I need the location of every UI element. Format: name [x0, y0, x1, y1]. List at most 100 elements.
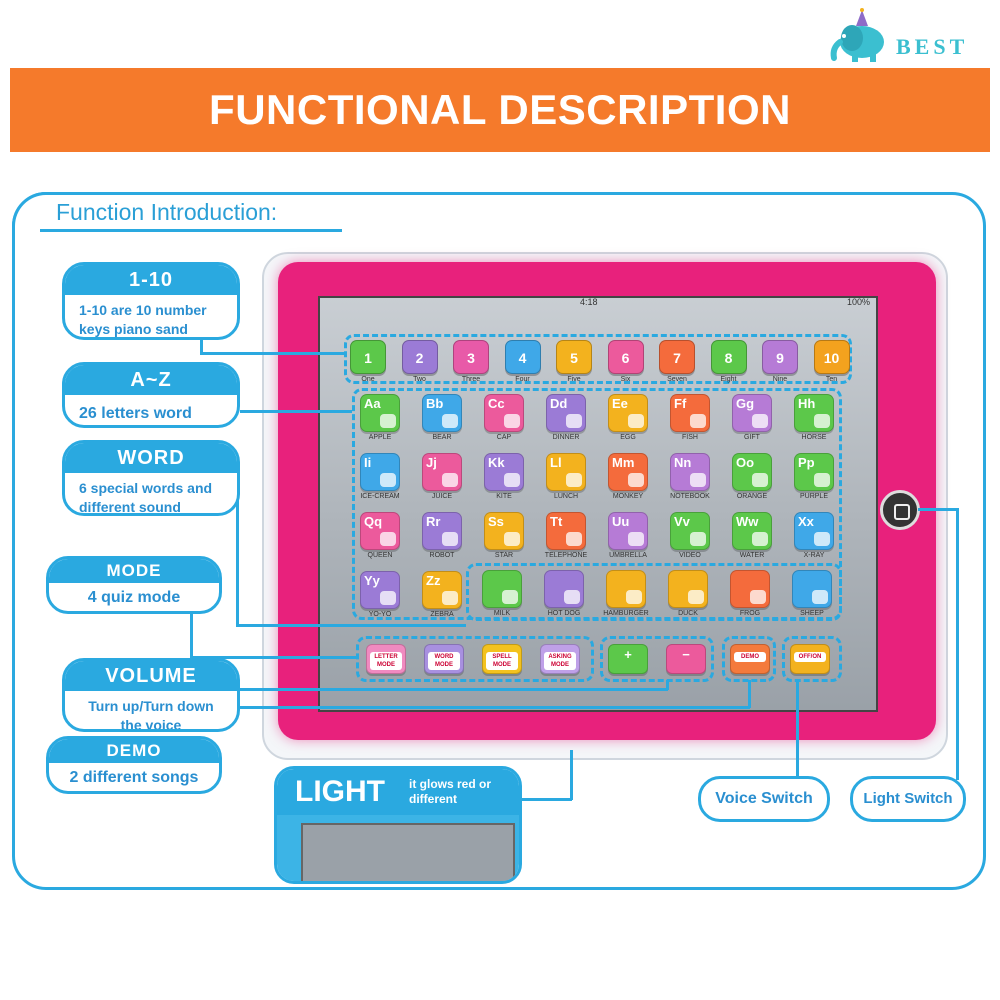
- letter-key-Jj[interactable]: Jj: [422, 453, 462, 491]
- letter-key-Ss[interactable]: Ss: [484, 512, 524, 550]
- picture-icon: [564, 590, 580, 604]
- number-key-word: Eight: [720, 376, 737, 383]
- letter-key-Tt[interactable]: Tt: [546, 512, 586, 550]
- letter-key-word: LUNCH: [553, 493, 579, 500]
- word-key[interactable]: [606, 570, 646, 608]
- word-key[interactable]: [668, 570, 708, 608]
- letter-key-letters: Dd: [550, 396, 568, 411]
- volume-up-key[interactable]: +: [608, 644, 648, 674]
- number-key-9[interactable]: 9: [762, 340, 798, 374]
- letter-key-letters: Pp: [798, 455, 815, 470]
- callout-light-header: LIGHT it glows red or different: [277, 769, 519, 815]
- number-key-word: Five: [567, 376, 581, 383]
- letter-key-letters: Bb: [426, 396, 444, 411]
- number-key-7[interactable]: 7: [659, 340, 695, 374]
- picture-icon: [380, 414, 396, 428]
- letter-key-letters: Jj: [426, 455, 437, 470]
- mode-key-4[interactable]: ASKING MODE: [540, 644, 580, 674]
- mode-key-1[interactable]: LETTER MODE: [366, 644, 406, 674]
- volume-keys-group: [600, 636, 714, 682]
- picture-icon: [752, 473, 768, 487]
- picture-icon: [380, 473, 396, 487]
- callout-volume-text: Turn up/Turn down the voice: [88, 698, 214, 732]
- word-key-word: HAMBURGER: [603, 610, 649, 617]
- letter-key-Kk[interactable]: Kk: [484, 453, 524, 491]
- letter-key-letters: Yy: [364, 573, 380, 588]
- word-key[interactable]: [482, 570, 522, 608]
- letter-key-Xx[interactable]: Xx: [794, 512, 834, 550]
- letter-key-Cc[interactable]: Cc: [484, 394, 524, 432]
- letter-key-Oo[interactable]: Oo: [732, 453, 772, 491]
- picture-icon: [566, 532, 582, 546]
- letter-key-Ll[interactable]: Ll: [546, 453, 586, 491]
- letter-key-Ee[interactable]: Ee: [608, 394, 648, 432]
- letter-key-Hh[interactable]: Hh: [794, 394, 834, 432]
- letter-key-letters: Tt: [550, 514, 563, 529]
- picture-icon: [442, 532, 458, 546]
- volume-down-key[interactable]: −: [666, 644, 706, 674]
- connector-word-h: [236, 624, 466, 627]
- letter-key-Mm[interactable]: Mm: [608, 453, 648, 491]
- letter-key-word: ROBOT: [429, 552, 455, 559]
- picture-icon: [814, 414, 830, 428]
- light-switch-button[interactable]: [880, 490, 920, 530]
- number-key-word: Six: [620, 376, 631, 383]
- number-key-1[interactable]: 1: [350, 340, 386, 374]
- section-tab-underline: [40, 229, 342, 232]
- letter-key-Ww[interactable]: Ww: [732, 512, 772, 550]
- letter-key-word: MONKEY: [612, 493, 644, 500]
- letter-key-Zz[interactable]: Zz: [422, 571, 462, 609]
- letter-key-Yy[interactable]: Yy: [360, 571, 400, 609]
- letter-key-Gg[interactable]: Gg: [732, 394, 772, 432]
- word-key[interactable]: [544, 570, 584, 608]
- letter-key-Nn[interactable]: Nn: [670, 453, 710, 491]
- letter-key-Qq[interactable]: Qq: [360, 512, 400, 550]
- callout-demo-title: DEMO: [49, 739, 219, 763]
- title-banner: FUNCTIONAL DESCRIPTION: [10, 68, 990, 152]
- number-key-8[interactable]: 8: [710, 340, 747, 374]
- word-key-word: HOT DOG: [547, 610, 581, 617]
- demo-key[interactable]: DEMO: [730, 644, 770, 674]
- letter-key-word: UMBRELLA: [609, 552, 647, 559]
- power-key[interactable]: OFF/ON: [790, 644, 830, 674]
- callout-numbers-title: 1-10: [65, 265, 237, 295]
- letter-key-Dd[interactable]: Dd: [546, 394, 586, 432]
- letter-key-letters: Aa: [364, 396, 381, 411]
- connector-demo: [222, 706, 750, 709]
- letter-key-Aa[interactable]: Aa: [360, 394, 400, 432]
- letter-key-Rr[interactable]: Rr: [422, 512, 462, 550]
- letter-key-word: ICE-CREAM: [360, 493, 400, 500]
- picture-icon: [628, 532, 644, 546]
- connector-demo-v: [748, 680, 751, 708]
- status-battery: 100%: [846, 297, 870, 307]
- volume-up-key-label: +: [624, 647, 632, 662]
- letter-key-word: FISH: [682, 434, 698, 441]
- number-key-10[interactable]: 10: [813, 340, 850, 374]
- number-key-5[interactable]: 5: [556, 340, 592, 374]
- callout-light: LIGHT it glows red or different: [274, 766, 522, 884]
- number-key-2[interactable]: 2: [401, 340, 438, 374]
- number-key-3[interactable]: 3: [453, 340, 489, 374]
- number-key-word: Nine: [772, 376, 788, 383]
- connector-letters: [240, 410, 352, 413]
- number-key-6[interactable]: 6: [607, 340, 644, 374]
- letter-key-letters: Vv: [674, 514, 690, 529]
- mode-key-2[interactable]: WORD MODE: [424, 644, 464, 674]
- letter-key-Bb[interactable]: Bb: [422, 394, 462, 432]
- number-key-4[interactable]: 4: [504, 340, 541, 374]
- connector-volume-v: [666, 680, 669, 690]
- word-keys-group: [466, 563, 842, 621]
- letter-key-Pp[interactable]: Pp: [794, 453, 834, 491]
- word-key[interactable]: [792, 570, 832, 608]
- letter-key-letters: Ff: [674, 396, 687, 411]
- connector-light: [518, 798, 572, 801]
- mode-key-3[interactable]: SPELL MODE: [482, 644, 522, 674]
- picture-icon: [690, 532, 706, 546]
- callout-demo-text: 2 different songs: [69, 769, 199, 786]
- letter-key-Uu[interactable]: Uu: [608, 512, 648, 550]
- letter-key-Ff[interactable]: Ff: [670, 394, 710, 432]
- letter-key-Vv[interactable]: Vv: [670, 512, 710, 550]
- letter-key-Ii[interactable]: Ii: [360, 453, 400, 491]
- word-key[interactable]: [730, 570, 770, 608]
- callout-volume-title: VOLUME: [65, 661, 237, 691]
